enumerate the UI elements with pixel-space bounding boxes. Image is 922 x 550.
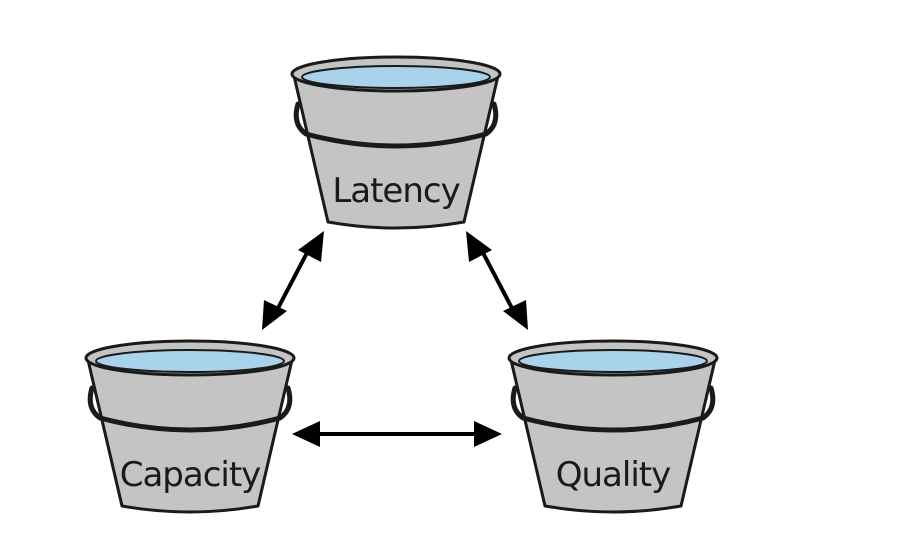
bucket-capacity-body: [86, 358, 294, 514]
bucket-quality-label: Quality: [556, 455, 671, 495]
bucket-capacity-water: [95, 349, 285, 373]
arrow-latency-capacity: [262, 231, 324, 330]
arrow-latency-quality: [466, 231, 528, 330]
bucket-capacity-label: Capacity: [120, 455, 261, 495]
bucket-quality-handle: [510, 385, 716, 433]
arrow-latency-capacity-head-top: [298, 231, 324, 262]
bucket-latency-body: [292, 74, 500, 230]
arrow-capacity-quality-head-right: [474, 421, 502, 447]
bucket-latency-water: [301, 65, 491, 89]
bucket-quality-water: [518, 349, 708, 373]
bucket-quality-body: [509, 358, 717, 514]
arrow-latency-capacity-shaft: [274, 248, 311, 313]
arrow-latency-quality-head-bottom: [503, 300, 528, 330]
bucket-latency-handle: [293, 101, 499, 149]
bucket-capacity-handle: [87, 385, 293, 433]
bucket-latency: Latency: [290, 55, 502, 230]
arrow-latency-quality-head-top: [466, 231, 492, 262]
bucket-capacity: Capacity: [84, 339, 296, 514]
bucket-quality: Quality: [507, 339, 719, 514]
bucket-latency-label: Latency: [332, 171, 460, 211]
arrow-latency-capacity-head-bottom: [262, 300, 287, 330]
arrow-latency-quality-shaft: [479, 248, 516, 313]
arrow-capacity-quality: [292, 421, 502, 447]
arrow-capacity-quality-head-left: [292, 421, 320, 447]
